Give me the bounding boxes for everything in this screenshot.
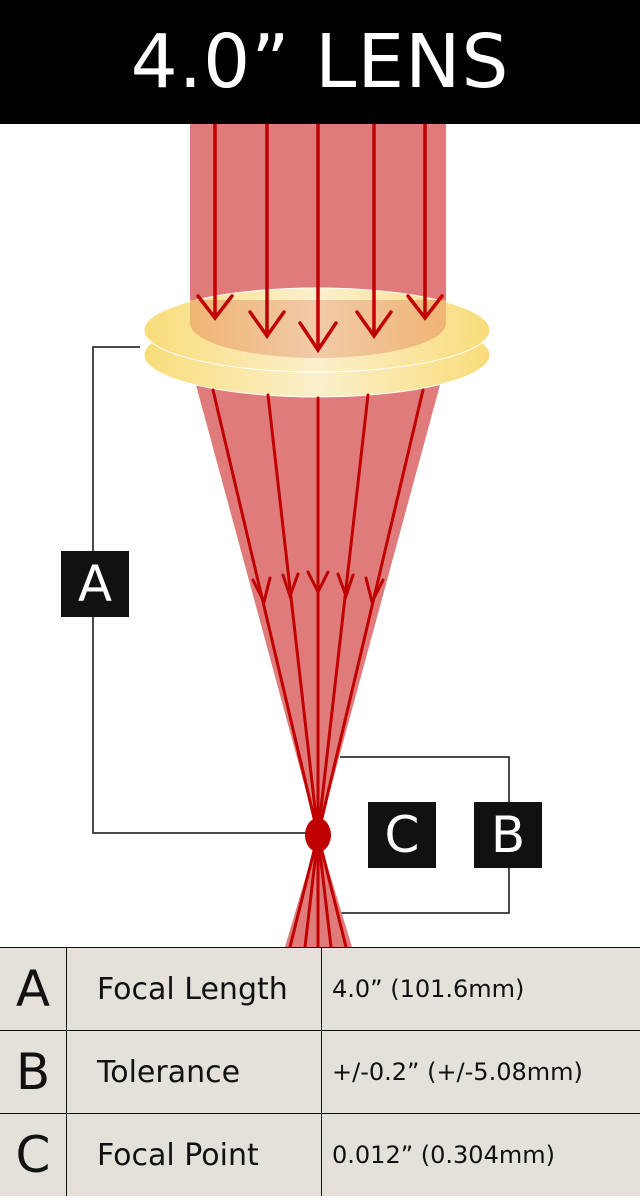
spec-name: Focal Point bbox=[66, 1113, 322, 1196]
label-b: B bbox=[474, 802, 542, 868]
spec-key: A bbox=[0, 947, 67, 1031]
spec-name: Focal Length bbox=[66, 947, 322, 1031]
page-title: 4.0” LENS bbox=[0, 0, 640, 124]
label-a: A bbox=[61, 551, 129, 617]
label-c: C bbox=[368, 802, 436, 868]
spec-value: 4.0” (101.6mm) bbox=[321, 947, 640, 1031]
spec-value: +/-0.2” (+/-5.08mm) bbox=[321, 1030, 640, 1114]
spec-value: 0.012” (0.304mm) bbox=[321, 1113, 640, 1196]
spec-key: B bbox=[0, 1030, 67, 1114]
incoming-rays bbox=[196, 122, 444, 354]
spec-name: Tolerance bbox=[66, 1030, 322, 1114]
focal-point-dot bbox=[305, 818, 331, 852]
spec-key: C bbox=[0, 1113, 67, 1196]
